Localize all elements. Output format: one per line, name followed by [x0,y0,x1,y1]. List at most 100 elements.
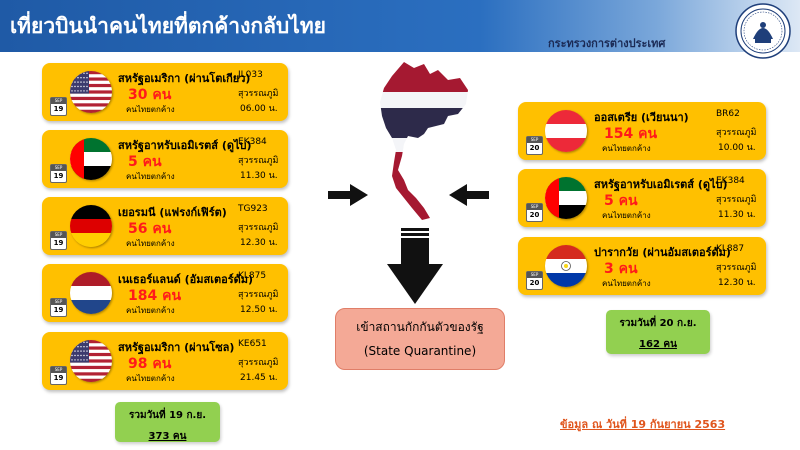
calendar-month: SEP [51,299,66,305]
stranded-thais-label: คนไทยตกค้าง [126,105,175,114]
calendar-day: 20 [529,279,540,287]
quarantine-thai-label: เข้าสถานกักกันตัวของรัฐ [356,320,484,334]
passenger-count: 184 คน [128,288,182,304]
flight-number: EK384 [238,137,267,147]
calendar-day: 20 [529,144,540,152]
calendar-day: 19 [53,374,64,382]
arrival-time: 12.30 น. [240,238,278,248]
destination-label: สหรัฐอาหรับเอมิเรตส์ (ดูไบ) [118,139,252,152]
airport-name: สุวรรณภูมิ [716,263,757,273]
stranded-thais-label: คนไทยตกค้าง [602,211,651,220]
header-banner: เที่ยวบินนำคนไทยที่ตกค้างกลับไทย กระทรวง… [0,0,800,52]
total-left-box: รวมวันที่ 19 ก.ย. 373 คน [115,402,220,442]
stranded-thais-label: คนไทยตกค้าง [602,144,651,153]
stranded-thais-label: คนไทยตกค้าง [126,374,175,383]
passenger-count: 56 คน [128,221,172,237]
total-right-box: รวมวันที่ 20 ก.ย. 162 คน [606,310,710,354]
uae-flag-icon [70,138,112,180]
flight-number: JL033 [238,70,263,80]
passenger-count: 3 คน [604,261,638,277]
destination-label: ปารากวัย (ผ่านอัมสเตอร์ดัม) [594,246,731,259]
passenger-count: 98 คน [128,356,172,372]
uae-flag-icon [545,177,587,219]
calendar-day: 19 [53,172,64,180]
calendar-month: SEP [527,137,542,143]
arrival-time: 12.30 น. [718,278,756,288]
data-source-note: ข้อมูล ณ วันที่ 19 กันยายน 2563 [560,418,726,431]
quarantine-english-label: (State Quarantine) [363,344,477,358]
stranded-thais-label: คนไทยตกค้าง [126,172,175,181]
calendar-day: 19 [53,306,64,314]
destination-label: สหรัฐอาหรับเอมิเรตส์ (ดูไบ) [594,178,728,191]
flight-number: TG923 [238,204,268,214]
thailand-map-icon [380,62,468,220]
passenger-count: 5 คน [604,193,638,209]
stranded-thais-label: คนไทยตกค้าง [126,306,175,315]
flight-number: KE651 [238,339,267,349]
destination-label: สหรัฐอเมริกา (ผ่านโซล) [118,341,235,354]
austria-flag-icon [545,110,587,152]
ministry-name: กระทรวงการต่างประเทศ [548,37,666,50]
page-title: เที่ยวบินนำคนไทยที่ตกค้างกลับไทย [10,14,326,38]
stranded-thais-label: คนไทยตกค้าง [126,239,175,248]
total-right-label: รวมวันที่ 20 ก.ย. [619,318,697,329]
calendar-month: SEP [51,165,66,171]
total-right-value: 162 คน [639,339,677,350]
destination-label: เนเธอร์แลนด์ (อัมสเตอร์ดัม) [118,273,254,286]
airport-name: สุวรรณภูมิ [238,290,279,300]
arrow-right-icon [328,184,368,206]
airport-name: สุวรรณภูมิ [238,358,279,368]
calendar-month: SEP [51,367,66,373]
calendar-month: SEP [51,98,66,104]
ministry-seal-icon [735,3,791,59]
calendar-day: 20 [529,211,540,219]
airport-name: สุวรรณภูมิ [716,128,757,138]
usa-flag-icon [70,71,112,113]
calendar-month: SEP [527,204,542,210]
arrival-time: 11.30 น. [718,210,756,220]
airport-name: สุวรรณภูมิ [238,89,279,99]
flight-number: KL875 [238,271,267,281]
paraguay-flag-icon [545,245,587,287]
calendar-day: 19 [53,239,64,247]
passenger-count: 154 คน [604,126,658,142]
state-quarantine-box: เข้าสถานกักกันตัวของรัฐ (State Quarantin… [335,308,505,370]
destination-label: เยอรมนี (แฟรงก์เฟิร์ต) [118,206,227,219]
total-left-value: 373 คน [148,431,187,442]
calendar-day: 19 [53,105,64,113]
usa-flag-icon [70,340,112,382]
arrival-time: 11.30 น. [240,171,278,181]
germany-flag-icon [70,205,112,247]
airport-name: สุวรรณภูมิ [238,156,279,166]
airport-name: สุวรรณภูมิ [238,223,279,233]
total-left-label: รวมวันที่ 19 ก.ย. [128,410,206,421]
arrow-left-icon [449,184,489,206]
passenger-count: 30 คน [128,87,172,103]
netherlands-flag-icon [70,272,112,314]
flight-number: EK384 [716,176,745,186]
arrival-time: 12.50 น. [240,305,278,315]
airport-name: สุวรรณภูมิ [716,195,757,205]
arrival-time: 21.45 น. [240,373,278,383]
arrival-time: 06.00 น. [240,104,278,114]
flight-number: KL887 [716,244,745,254]
stranded-thais-label: คนไทยตกค้าง [602,279,651,288]
calendar-month: SEP [527,272,542,278]
arrival-time: 10.00 น. [718,143,756,153]
calendar-month: SEP [51,232,66,238]
